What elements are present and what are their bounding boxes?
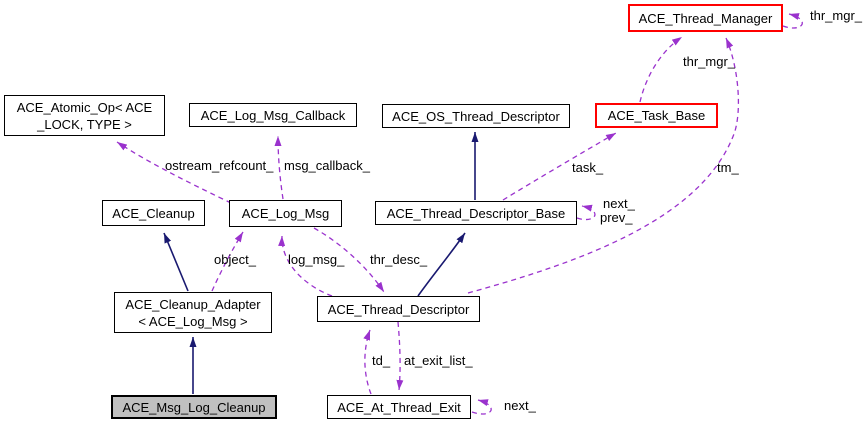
edge-label-at-exit-list: at_exit_list_ [404,353,473,368]
node-label: ACE_Log_Msg_Callback [200,107,346,123]
edge-label-object: object_ [214,252,256,267]
edge-usage-thr-mgr [639,36,683,103]
edge-label-td: td_ [372,353,391,368]
node-label-line2: _LOCK, TYPE > [37,116,132,132]
node-ace-cleanup[interactable]: ACE_Cleanup [102,200,205,226]
edge-label-task: task_ [572,160,604,175]
edge-inheritance-descriptor-to-base [417,232,466,297]
edge-usage-log-msg [278,235,333,297]
edge-label-thr-mgr-self: thr_mgr_ [810,8,863,23]
edge-usage-next-prev-self-loop [576,204,596,221]
node-label-line1: ACE_Cleanup_Adapter [125,296,261,312]
edge-usage-next-self-loop [471,399,492,415]
node-ace-at-thread-exit[interactable]: ACE_At_Thread_Exit [327,395,471,419]
node-label-line1: ACE_Atomic_Op< ACE [16,99,153,115]
edge-usage-at-exit-list [396,321,404,391]
edge-usage-task [502,132,617,201]
edge-usage-thr-desc [313,227,385,293]
node-label: ACE_Thread_Descriptor_Base [386,205,566,221]
node-label: ACE_Log_Msg [241,206,330,221]
node-ace-log-msg[interactable]: ACE_Log_Msg [229,200,342,227]
edge-label-prev: prev_ [600,210,633,225]
edge-usage-thr-mgr-self-loop [782,13,803,29]
edge-inheritance-adapter-to-cleanup [163,232,189,292]
node-ace-log-msg-callback[interactable]: ACE_Log_Msg_Callback [189,103,357,127]
edge-usage-tm [467,37,740,294]
node-label: ACE_Task_Base [607,108,706,123]
node-label: ACE_Thread_Descriptor [327,301,470,317]
node-ace-thread-manager[interactable]: ACE_Thread_Manager [628,4,783,32]
node-ace-task-base[interactable]: ACE_Task_Base [595,103,718,128]
edge-usage-msg-callback [274,135,284,200]
edge-usage-ostream-refcount [116,141,232,204]
edge-label-ostream-refcount: ostream_refcount_ [165,158,274,173]
edge-usage-td [363,329,372,395]
edge-label-log-msg: log_msg_ [288,252,345,267]
edge-label-thr-desc: thr_desc_ [370,252,428,267]
edge-label-msg-callback: msg_callback_ [284,158,370,173]
node-ace-cleanup-adapter[interactable]: ACE_Cleanup_Adapter < ACE_Log_Msg > [114,292,272,333]
node-ace-atomic-op[interactable]: ACE_Atomic_Op< ACE _LOCK, TYPE > [4,95,165,136]
node-label: ACE_Msg_Log_Cleanup [122,399,266,415]
node-label: ACE_Thread_Manager [638,10,773,26]
edge-label-tm: tm_ [717,160,739,175]
node-ace-os-thread-descriptor[interactable]: ACE_OS_Thread_Descriptor [382,104,570,128]
node-ace-msg-log-cleanup[interactable]: ACE_Msg_Log_Cleanup [111,395,277,419]
node-ace-thread-descriptor-base[interactable]: ACE_Thread_Descriptor_Base [375,201,577,225]
node-ace-thread-descriptor[interactable]: ACE_Thread_Descriptor [317,296,480,322]
node-label: ACE_At_Thread_Exit [337,399,461,415]
node-label: ACE_OS_Thread_Descriptor [392,108,560,124]
edge-label-next: next_ [603,196,635,211]
edge-label-next-exit: next_ [504,398,536,413]
node-label: ACE_Cleanup [112,205,195,221]
node-label-line2: < ACE_Log_Msg > [138,313,248,329]
edge-label-thr-mgr: thr_mgr_ [683,54,736,69]
